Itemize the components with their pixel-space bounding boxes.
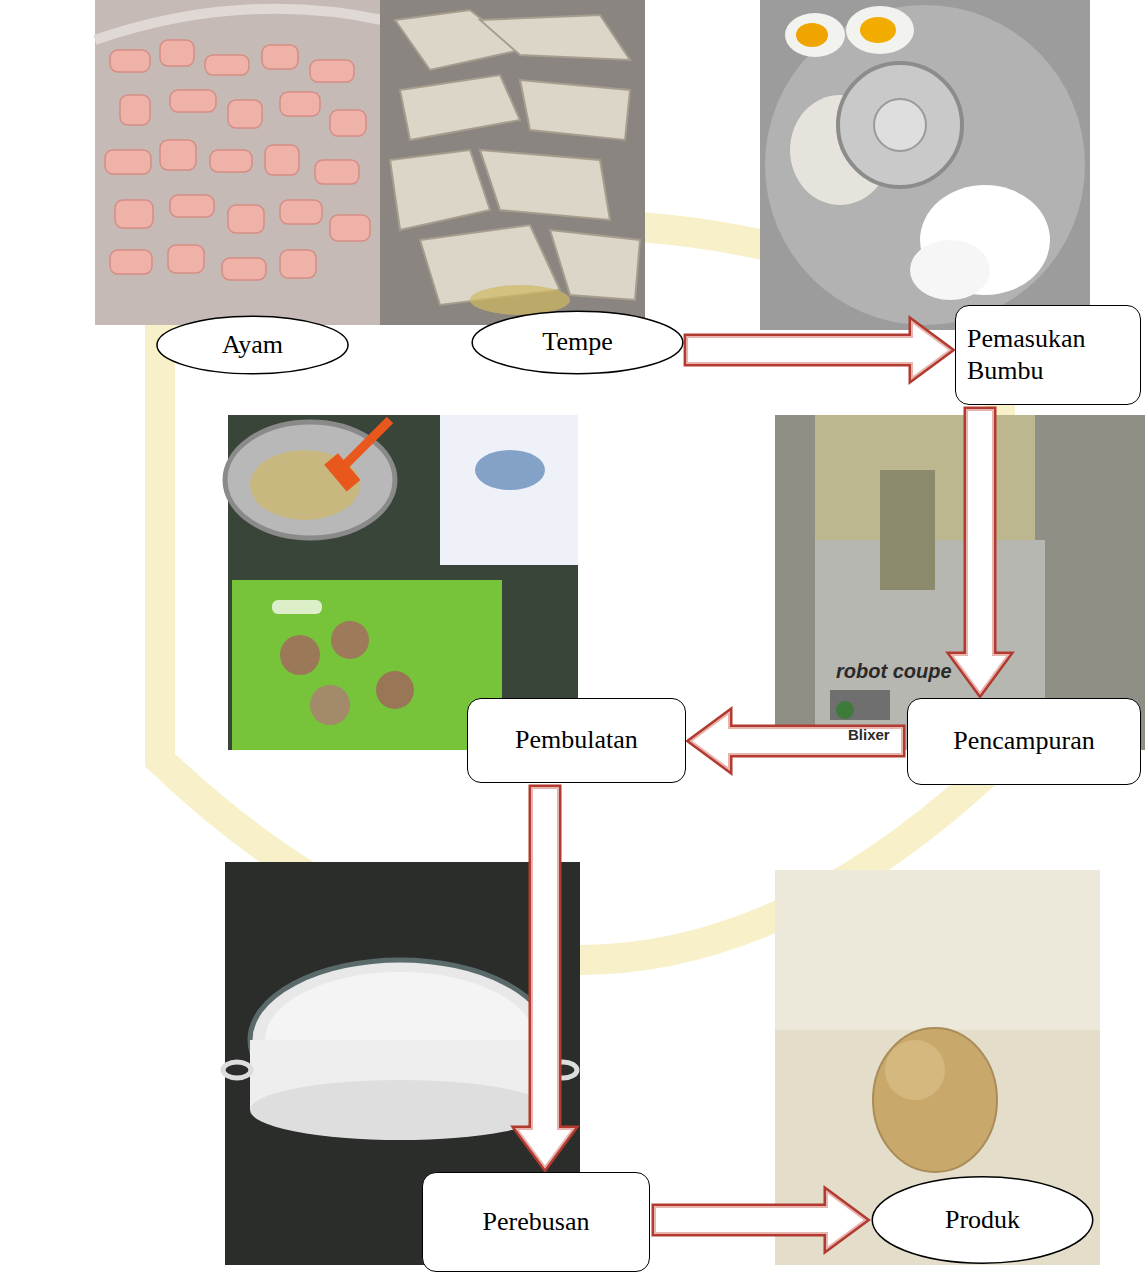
node-label: Pencampuran xyxy=(953,725,1095,758)
process-box: Pencampuran xyxy=(907,698,1141,785)
block-arrow xyxy=(687,322,950,378)
product-ellipse: Produk xyxy=(870,1175,1095,1265)
arrow-outline xyxy=(691,713,902,769)
node-label: Pemasukan Bumbu xyxy=(967,323,1129,388)
text-stack: Pemasukan Bumbu xyxy=(967,323,1129,388)
model-text: Blixer xyxy=(848,726,890,743)
text-stack: Tempe xyxy=(542,326,612,359)
text-stack: Ayam xyxy=(222,329,283,362)
block-arrow xyxy=(952,410,1008,693)
brand-text: robot coupe xyxy=(836,660,952,683)
node-label: Tempe xyxy=(542,326,612,359)
process-box: Pemasukan Bumbu xyxy=(955,305,1141,405)
arrow-outline xyxy=(517,788,573,1167)
text-stack: Perebusan xyxy=(483,1206,590,1239)
node-label: Pembulatan xyxy=(515,724,638,757)
node-label: Perebusan xyxy=(483,1206,590,1239)
block-arrow xyxy=(655,1192,865,1248)
arrow-inner-line xyxy=(517,788,573,1167)
node-label: Produk xyxy=(945,1204,1020,1237)
node-label: Ayam xyxy=(222,329,283,362)
arrow-outline xyxy=(655,1192,865,1248)
process-box: Perebusan xyxy=(422,1172,650,1272)
text-stack: Pembulatan xyxy=(515,724,638,757)
arrow-outline xyxy=(687,322,950,378)
arrow-outline xyxy=(952,410,1008,693)
block-arrow xyxy=(517,788,573,1167)
arrow-inner-line xyxy=(691,713,902,769)
arrow-inner-line xyxy=(655,1192,865,1248)
arrow-inner-line xyxy=(687,322,950,378)
arrow-inner-line xyxy=(952,410,1008,693)
ingredient-ellipse: Tempe xyxy=(470,310,685,375)
ingredient-ellipse: Ayam xyxy=(155,315,350,375)
text-stack: Produk xyxy=(945,1204,1020,1237)
process-box: Pembulatan xyxy=(467,698,686,783)
text-stack: Pencampuran xyxy=(953,725,1095,758)
block-arrow xyxy=(691,713,902,769)
